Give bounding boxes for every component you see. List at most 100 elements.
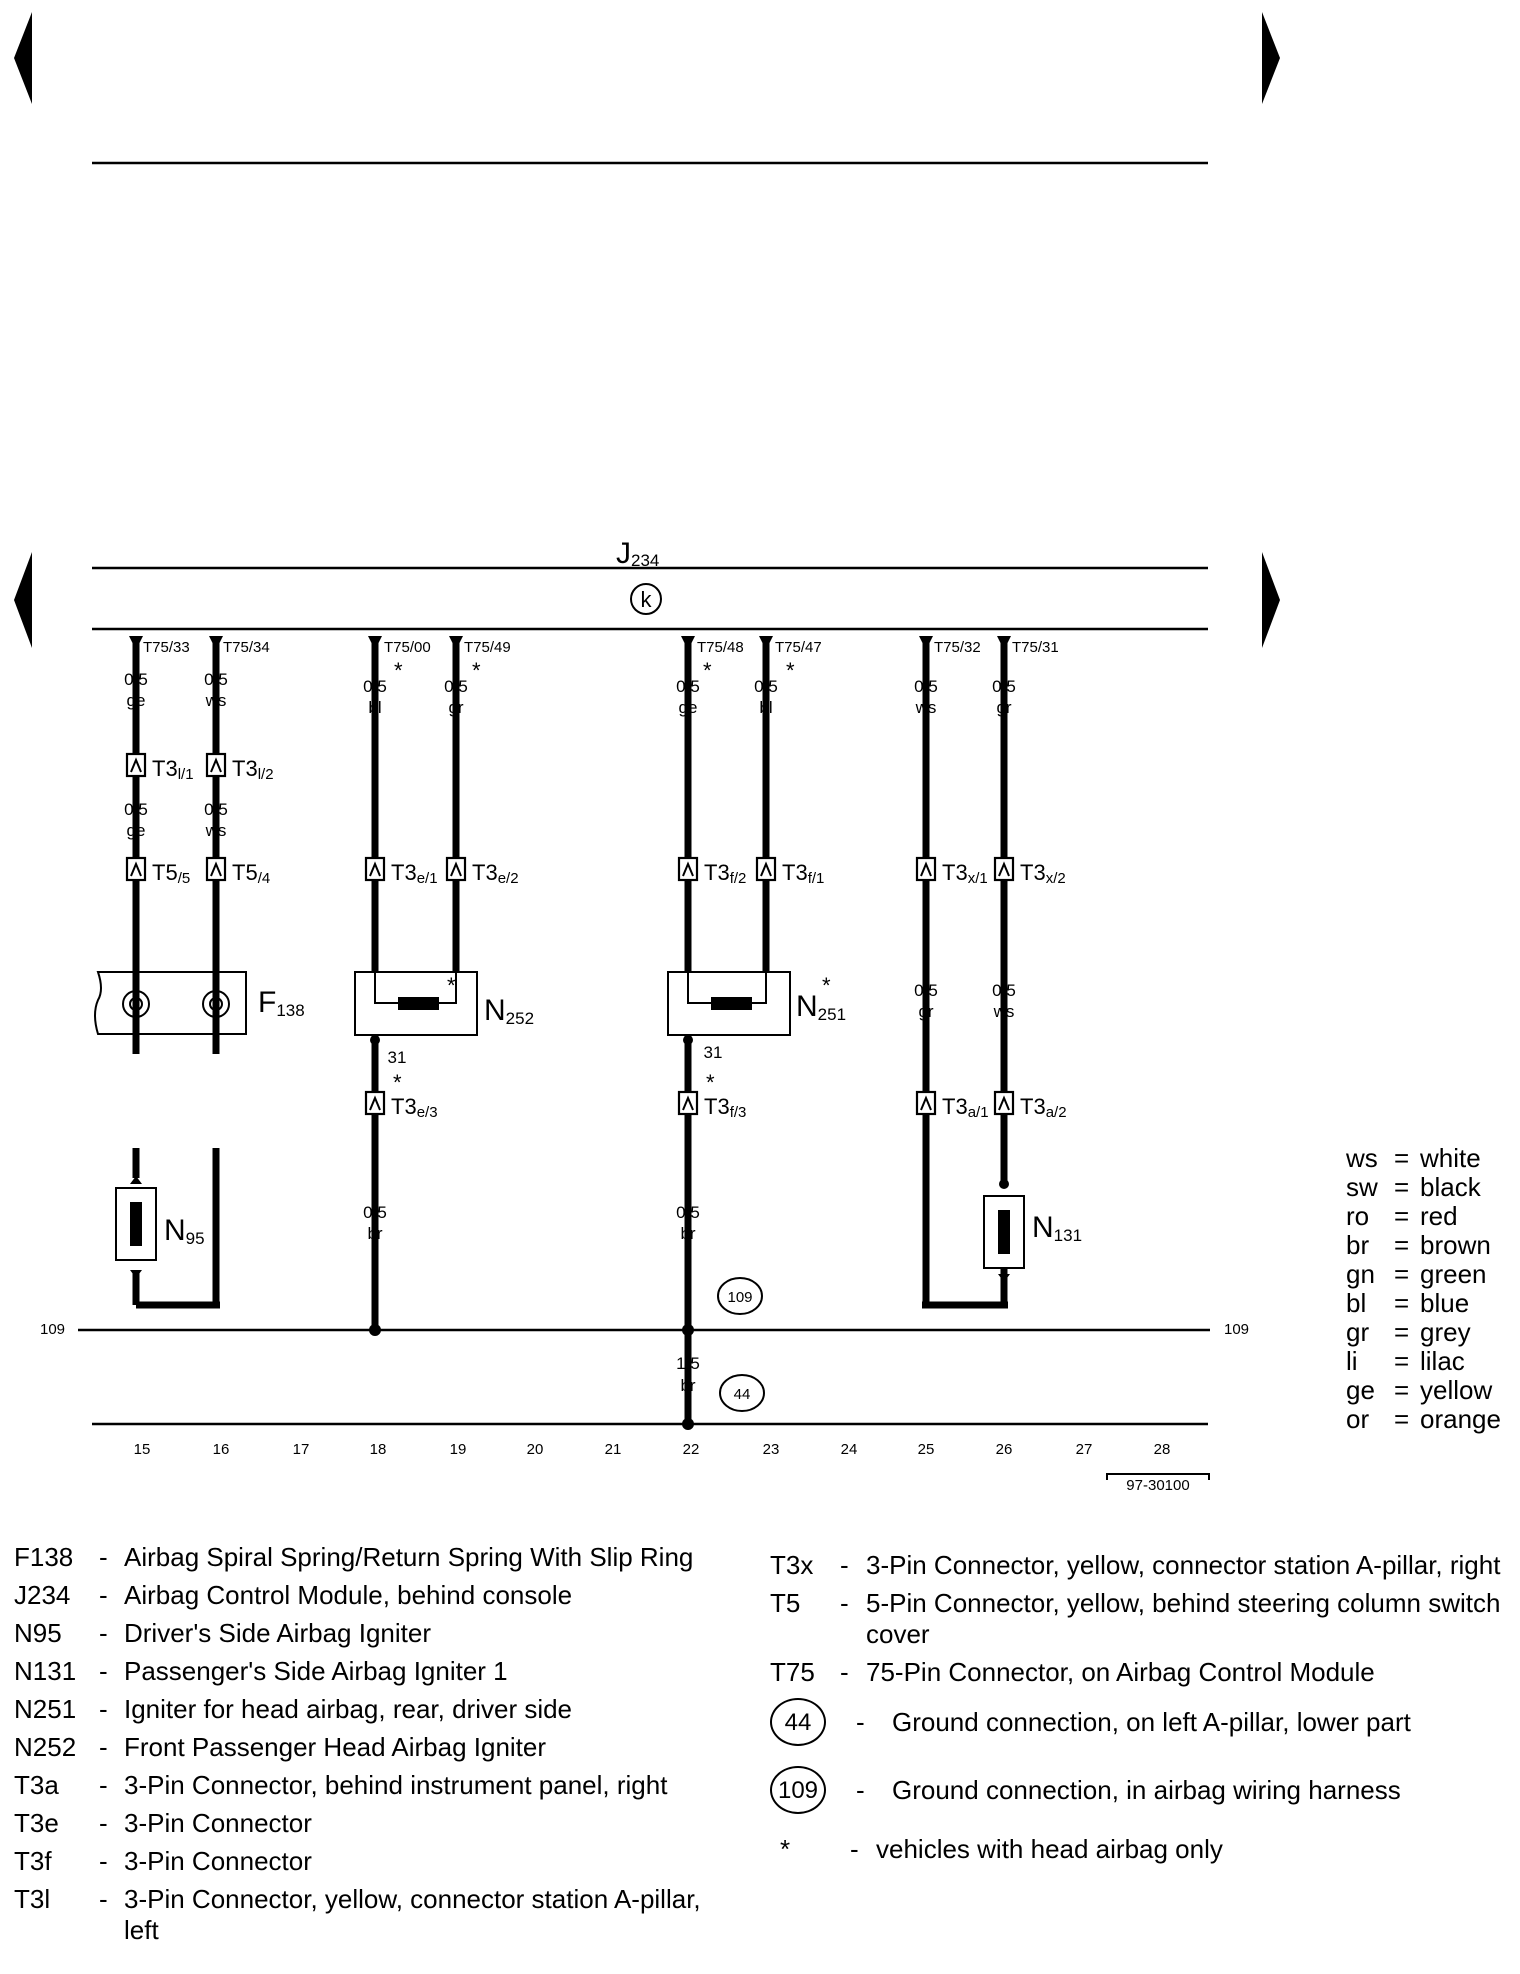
legend-ground-item: 44-Ground connection, on left A-pillar, …: [770, 1698, 1510, 1746]
legend-code: F138: [14, 1542, 74, 1572]
svg-text:109: 109: [40, 1321, 65, 1338]
svg-text:T3f/3: T3f/3: [704, 1094, 746, 1121]
color-name: white: [1420, 1143, 1481, 1173]
legend-code: T5: [770, 1588, 801, 1618]
svg-text:20: 20: [527, 1441, 544, 1458]
svg-text:16: 16: [213, 1441, 230, 1458]
color-name: yellow: [1420, 1375, 1493, 1405]
wire-number: 31: [388, 1048, 407, 1067]
previous-section-arrow[interactable]: [14, 552, 32, 648]
wire-color: gr: [448, 698, 463, 717]
wire-color: ge: [679, 698, 698, 717]
connector-symbol: [364, 1090, 386, 1116]
legend-desc: 3-Pin Connector: [124, 1846, 312, 1876]
wire-size: 0,5: [754, 677, 778, 696]
color-name: orange: [1420, 1404, 1501, 1434]
pin-label: T75/34: [223, 639, 270, 656]
legend-code: T3x: [770, 1550, 814, 1580]
svg-text:F138: F138: [258, 986, 305, 1020]
component-n95: N95: [115, 1176, 205, 1305]
wire-labels: 0,5ge 0,5ws 0,5bl 0,5gr 0,5ge 0,5bl 0,5w…: [124, 670, 1016, 1395]
next-page-arrow[interactable]: [1262, 12, 1280, 104]
module-badge: k: [641, 587, 653, 612]
svg-text:T3f/1: T3f/1: [782, 860, 824, 887]
legend-code: N252: [14, 1732, 77, 1762]
component-n252: N252: [354, 971, 534, 1036]
pin-label: T75/32: [934, 639, 981, 656]
color-name: grey: [1420, 1317, 1471, 1347]
wire-size: 0,5: [676, 1203, 700, 1222]
next-section-arrow[interactable]: [1262, 552, 1280, 648]
color-abbr: br: [1346, 1230, 1370, 1260]
legend-desc: Passenger's Side Airbag Igniter 1: [124, 1656, 508, 1686]
color-name: green: [1420, 1259, 1487, 1289]
svg-text:T3l/2: T3l/2: [232, 756, 274, 783]
wire-color: bl: [759, 698, 772, 717]
color-key-row: sw=black: [1346, 1172, 1481, 1202]
svg-text:T3e/2: T3e/2: [472, 860, 519, 887]
legend-desc: 3-Pin Connector, yellow, connector stati…: [866, 1550, 1501, 1580]
legend-item: T75-75-Pin Connector, on Airbag Control …: [770, 1657, 1510, 1688]
legend-item: T3a-3-Pin Connector, behind instrument p…: [14, 1770, 734, 1801]
color-key-row: bl=blue: [1346, 1288, 1470, 1318]
svg-text:T3a/1: T3a/1: [942, 1094, 989, 1121]
svg-text:T5/5: T5/5: [152, 860, 190, 887]
wiring-diagram: J234 k T75/33 T75/34 T75/00 T75/49 T75/4…: [14, 12, 1280, 1480]
ground-symbol: 109: [770, 1766, 826, 1814]
color-name: black: [1420, 1172, 1481, 1202]
wire-color: br: [367, 1224, 382, 1243]
legend-code: N95: [14, 1618, 62, 1648]
legend-desc: 3-Pin Connector, yellow, connector stati…: [124, 1884, 701, 1945]
color-abbr: li: [1346, 1346, 1358, 1376]
legend-desc: Airbag Spiral Spring/Return Spring With …: [124, 1542, 694, 1572]
column-numbers: 15 16 17 18 19 20 21 22 23 24 25 26 27 2…: [134, 1441, 1171, 1458]
legend-desc: 3-Pin Connector, behind instrument panel…: [124, 1770, 668, 1800]
connector-symbol: [915, 1090, 937, 1116]
ground-point-label: 109: [727, 1289, 752, 1306]
legend-item: T5-5-Pin Connector, yellow, behind steer…: [770, 1588, 1510, 1650]
wire-color: ws: [205, 821, 227, 840]
color-abbr: ws: [1346, 1143, 1378, 1173]
legend-code: N131: [14, 1656, 77, 1686]
legend-desc: Driver's Side Airbag Igniter: [124, 1618, 431, 1648]
pin-label: T75/31: [1012, 639, 1059, 656]
color-abbr: ge: [1346, 1375, 1375, 1405]
wire-color: bl: [368, 698, 381, 717]
component-legend-right: T3x-3-Pin Connector, yellow, connector s…: [770, 1550, 1510, 1872]
legend-desc: Front Passenger Head Airbag Igniter: [124, 1732, 547, 1762]
legend-desc: Igniter for head airbag, rear, driver si…: [124, 1694, 573, 1724]
legend-code: N251: [14, 1694, 77, 1724]
legend-ground-item: 109-Ground connection, in airbag wiring …: [770, 1766, 1510, 1814]
legend-item: T3l-3-Pin Connector, yellow, connector s…: [14, 1884, 734, 1946]
ground-bus-44: 44: [92, 1374, 1208, 1430]
legend-item: F138-Airbag Spiral Spring/Return Spring …: [14, 1542, 734, 1573]
color-key-row: br=brown: [1346, 1230, 1491, 1260]
wire-size: 0,5: [204, 800, 228, 819]
component-n131: N131: [983, 1179, 1082, 1282]
wire-size: 0,5: [992, 677, 1016, 696]
legend-desc: 5-Pin Connector, yellow, behind steering…: [866, 1588, 1501, 1649]
previous-page-arrow[interactable]: [14, 12, 32, 104]
pin-label: T75/49: [464, 639, 511, 656]
svg-text:T3x/2: T3x/2: [1020, 860, 1066, 887]
module-pin-arrows: [129, 636, 1011, 650]
color-abbr: gn: [1346, 1259, 1375, 1289]
reference-code: 97-30100: [1126, 1477, 1190, 1494]
wire-size: 0,5: [914, 677, 938, 696]
legend-item: T3e-3-Pin Connector: [14, 1808, 734, 1839]
pin-label: T75/47: [775, 639, 822, 656]
wire-size: 0,5: [992, 981, 1016, 1000]
svg-text:109: 109: [1224, 1321, 1249, 1338]
svg-text:T3l/1: T3l/1: [152, 756, 194, 783]
wire-size: 0,5: [204, 670, 228, 689]
color-key-row: ro=red: [1346, 1201, 1458, 1231]
module-pin-labels: T75/33 T75/34 T75/00 T75/49 T75/48 T75/4…: [143, 639, 1059, 656]
svg-text:*: *: [786, 658, 795, 683]
color-abbr: bl: [1346, 1288, 1367, 1318]
wire-color: ge: [127, 691, 146, 710]
wire-color: ge: [127, 821, 146, 840]
connector-symbol: [677, 1090, 699, 1116]
legend-item: N131-Passenger's Side Airbag Igniter 1: [14, 1656, 734, 1687]
wire-size: 0,5: [676, 677, 700, 696]
